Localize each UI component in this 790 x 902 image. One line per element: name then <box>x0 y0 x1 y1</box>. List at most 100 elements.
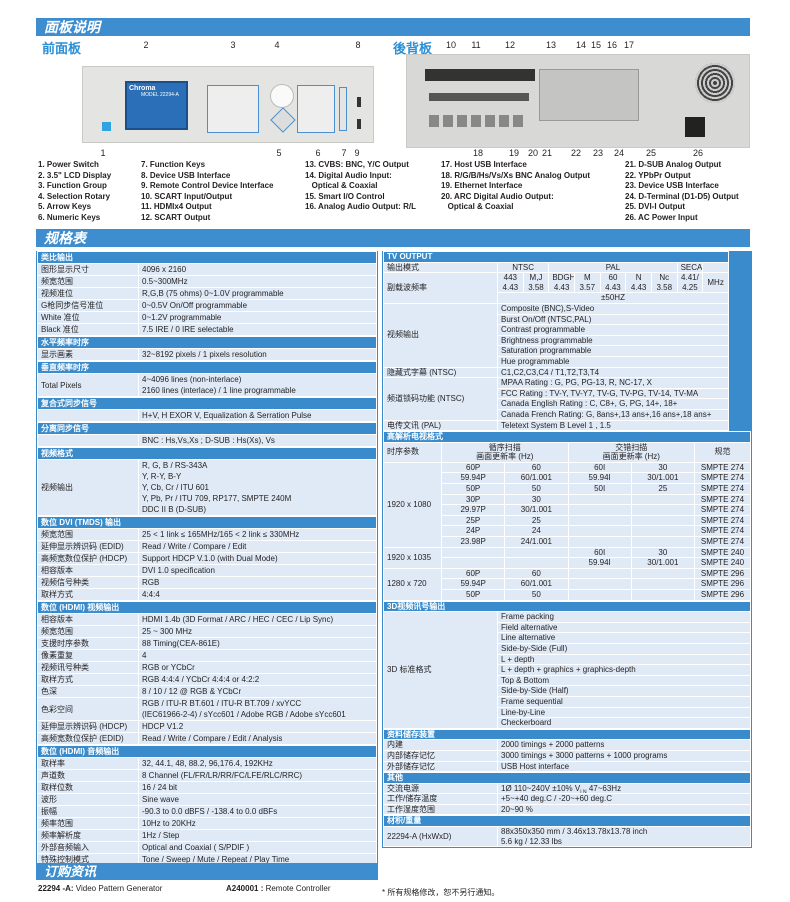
spec-label: 视频输出 <box>383 302 498 368</box>
order-code: 22294 -A: <box>38 884 74 893</box>
callout-number: 4 <box>274 40 280 50</box>
progressive-header: 循序扫描画面更新率 (Hz) <box>441 441 569 463</box>
spec-value: 3000 timings + 3000 patterns + 1000 prog… <box>497 749 751 762</box>
spec-label <box>37 434 139 447</box>
timing-cell: SMPTE 274 <box>694 514 751 527</box>
resolution: 1920 x 1035 <box>383 546 442 569</box>
bnc-connectors <box>429 115 524 127</box>
table-row: ±50HZ <box>384 292 751 304</box>
spec-value: Canada French Rating: G, 8ans+,13 ans+,1… <box>497 408 729 421</box>
function-keys <box>339 87 347 131</box>
timing-cell: 60I <box>567 546 632 559</box>
order-desc: Video Pattern Generator <box>73 884 163 893</box>
legend-item: 10. SCART Input/Output <box>141 191 233 201</box>
timing-cell: 25P <box>440 514 506 527</box>
timing-cell: 59.94P <box>440 578 506 590</box>
legend-item: 25. DVI-I Output <box>625 202 685 212</box>
spec-value: Canada English Rating : C, C8+, G, PG, 1… <box>497 398 729 410</box>
io-block <box>539 69 639 121</box>
spec-label: 电传文讯 (PAL) <box>383 419 498 432</box>
legend-item: 7. Function Keys <box>141 160 206 169</box>
timing-cell: 60 <box>504 567 569 580</box>
spec-value: RGB / ITU-R BT.601 / ITU-R BT.709 / xvYC… <box>138 697 377 721</box>
table-row: 工作/储存温度+5~+40 deg.C / -20~+60 deg.C <box>383 793 751 805</box>
front-panel-label: 前面板 <box>42 41 82 56</box>
section-header: 类比输出 <box>37 251 377 264</box>
timing-cell: 30 <box>504 493 569 506</box>
spec-value: RGB 4:4:4 / YCbCr 4:4:4 or 4:2:2 <box>138 673 377 686</box>
subcarrier-cell: 4.41/4.25 <box>676 272 704 294</box>
scart-connectors <box>425 69 535 81</box>
power-switch <box>102 122 111 131</box>
spec-value: RGB <box>138 576 377 589</box>
callout-number: 26 <box>692 148 703 158</box>
spec-label <box>37 409 139 422</box>
timing-cell <box>567 525 632 538</box>
fan-icon <box>695 63 735 103</box>
spec-value: C1,C2,C3,C4 / T1,T2,T3,T4 <box>497 366 729 379</box>
tv-output-table: TV OUTPUT输出模式NTSCPALSECAM副载波频率4434.43M,J… <box>383 251 751 432</box>
callout-number: 25 <box>645 148 656 158</box>
spec-value: 0~1.2V programmable <box>138 311 377 324</box>
spec-value: 2000 timings + 2000 patterns <box>497 739 751 751</box>
callout-number: 17 <box>623 40 634 50</box>
timing-cell: 23.98P <box>440 536 506 548</box>
table-row: Contrast programmable <box>384 324 751 336</box>
spec-label: 内建 <box>383 739 498 751</box>
section-header: 材积/重量 <box>383 815 751 828</box>
unit: MHz <box>702 272 729 294</box>
timing-cell: 24 <box>504 525 569 538</box>
timing-cell: SMPTE 296 <box>694 578 751 590</box>
spec-header: 规范 <box>694 441 751 463</box>
timing-cell <box>630 525 696 538</box>
spec-label: 延伸显示辨识码 (HDCP) <box>37 720 139 733</box>
timing-cell <box>567 589 632 601</box>
spec-label: 延伸显示辨识码 (EDID) <box>37 540 139 553</box>
legend-item: 3. Function Group <box>38 181 107 191</box>
timing-cell <box>630 493 696 506</box>
spec-value: DVI 1.0 specification <box>138 564 377 577</box>
timing-cell <box>504 546 569 559</box>
spec-value: 10Hz to 20KHz <box>138 817 377 830</box>
hdmi-connectors <box>429 93 529 101</box>
spec-value: Sine wave <box>138 793 377 806</box>
spec-value: Checkerboard <box>497 717 751 729</box>
spec-label: White 准位 <box>37 311 139 324</box>
spec-value: Side-by-Side (Full) <box>497 642 751 655</box>
spec-label: 视频信号种类 <box>37 576 139 589</box>
table-row: 高解析电视格式 <box>383 431 751 443</box>
table-row: Canada French Rating: G, 8ans+,13 ans+,1… <box>384 408 751 421</box>
timing-cell: SMPTE 240 <box>694 557 751 569</box>
spec-value: Read / Write / Compare / Edit <box>138 540 377 553</box>
subcarrier-cell: BDGHI4.43 <box>548 272 575 294</box>
spec-title-bar: 规格表 <box>36 229 750 247</box>
timing-cell: 60I <box>567 461 632 474</box>
interlaced-header: 交错扫描画面更新率 (Hz) <box>567 441 695 463</box>
table-row: TV OUTPUT <box>383 251 751 263</box>
spec-value: 0.5~300MHz <box>138 275 377 288</box>
legend-item: 9. Remote Control Device Interface <box>141 181 274 191</box>
lcd-display: Chroma MODEL 22294-A <box>125 81 188 130</box>
spec-label: 视频输出 <box>37 459 139 516</box>
timing-cell: 30 <box>630 546 696 559</box>
spec-value: 88 Timing(CEA-861E) <box>138 637 377 650</box>
section-header: 数位 (HDMI) 音频输出 <box>37 745 377 758</box>
legend-item: 23. Device USB Interface <box>625 181 719 191</box>
